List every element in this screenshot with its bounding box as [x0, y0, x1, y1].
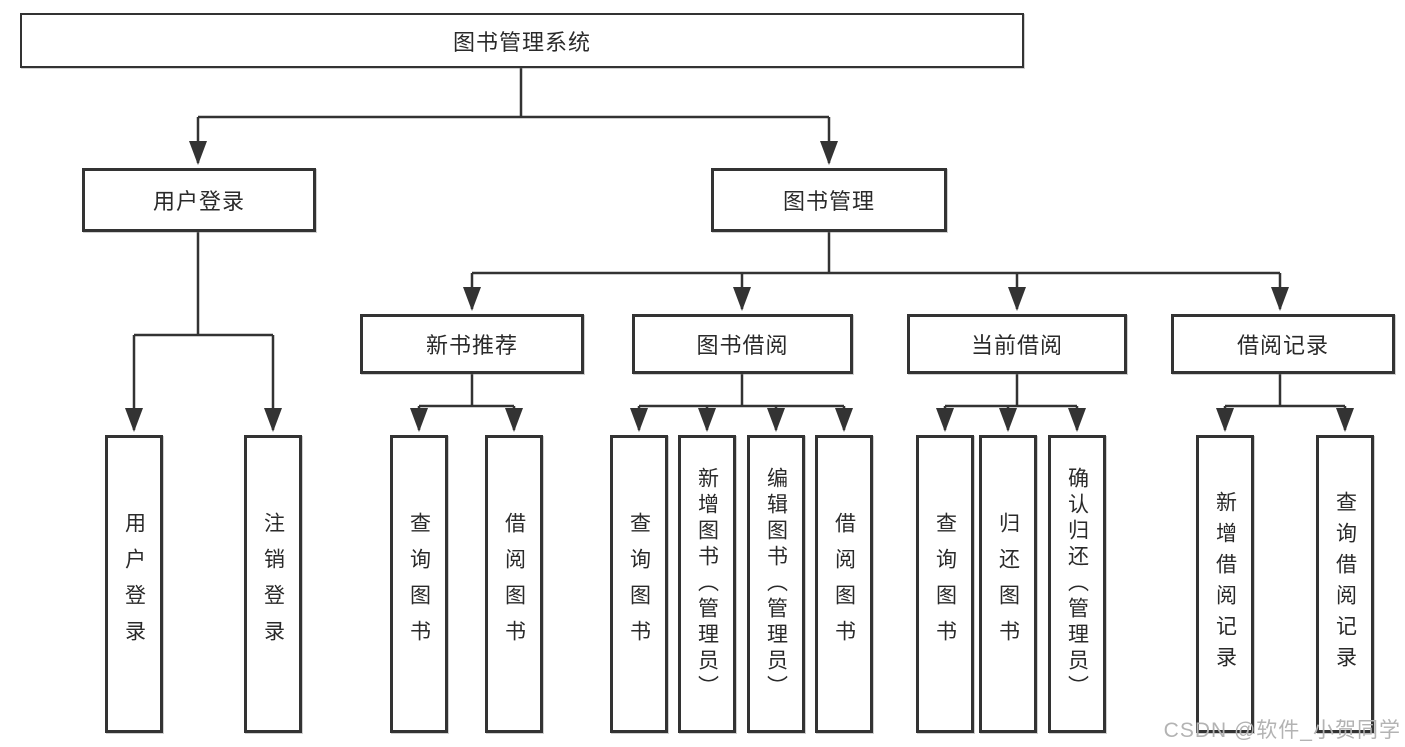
- node-label: 编辑图书（管理员）: [764, 467, 788, 701]
- csdn-watermark: CSDN @软件_小贺同学: [1163, 719, 1401, 742]
- node-label: 查询图书: [407, 512, 431, 656]
- node-borrow-records: 借阅记录: [1171, 314, 1395, 374]
- leaf-add-borrow-record: 新增借阅记录: [1196, 435, 1254, 733]
- node-label: 用户登录: [122, 512, 146, 656]
- node-book-management: 图书管理: [711, 168, 947, 232]
- node-user-login: 用户登录: [82, 168, 316, 232]
- node-label: 图书借阅: [696, 333, 789, 358]
- node-label: 图书管理系统: [452, 29, 591, 55]
- node-label: 新增借阅记录: [1213, 491, 1237, 677]
- leaf-edit-book-admin: 编辑图书（管理员）: [747, 435, 805, 733]
- node-label: 归还图书: [996, 512, 1020, 656]
- node-label: 确认归还（管理员）: [1065, 467, 1089, 701]
- node-current-borrowing: 当前借阅: [907, 314, 1127, 374]
- leaf-confirm-return-admin: 确认归还（管理员）: [1048, 435, 1106, 733]
- leaf-query-books-recommend: 查询图书: [390, 435, 448, 733]
- node-root-system: 图书管理系统: [20, 13, 1024, 68]
- node-new-book-recommend: 新书推荐: [360, 314, 584, 374]
- leaf-query-books-borrowing: 查询图书: [610, 435, 668, 733]
- node-label: 查询借阅记录: [1333, 491, 1357, 677]
- node-label: 借阅记录: [1236, 333, 1329, 358]
- node-label: 新书推荐: [425, 333, 518, 358]
- leaf-add-book-admin: 新增图书（管理员）: [678, 435, 736, 733]
- node-book-borrowing: 图书借阅: [632, 314, 853, 374]
- leaf-query-books-current: 查询图书: [916, 435, 974, 733]
- leaf-logout: 注销登录: [244, 435, 302, 733]
- node-label: 当前借阅: [970, 333, 1063, 358]
- leaf-borrow-books-recommend: 借阅图书: [485, 435, 543, 733]
- node-label: 查询图书: [627, 512, 651, 656]
- leaf-return-book: 归还图书: [979, 435, 1037, 733]
- node-label: 用户登录: [152, 189, 245, 214]
- node-label: 借阅图书: [832, 512, 856, 656]
- node-label: 借阅图书: [502, 512, 526, 656]
- leaf-query-borrow-record: 查询借阅记录: [1316, 435, 1374, 733]
- node-label: 查询图书: [933, 512, 957, 656]
- node-label: 图书管理: [782, 189, 875, 214]
- node-label: 新增图书（管理员）: [695, 467, 719, 701]
- node-label: 注销登录: [261, 512, 285, 656]
- leaf-borrow-books-borrowing: 借阅图书: [815, 435, 873, 733]
- leaf-user-login: 用户登录: [105, 435, 163, 733]
